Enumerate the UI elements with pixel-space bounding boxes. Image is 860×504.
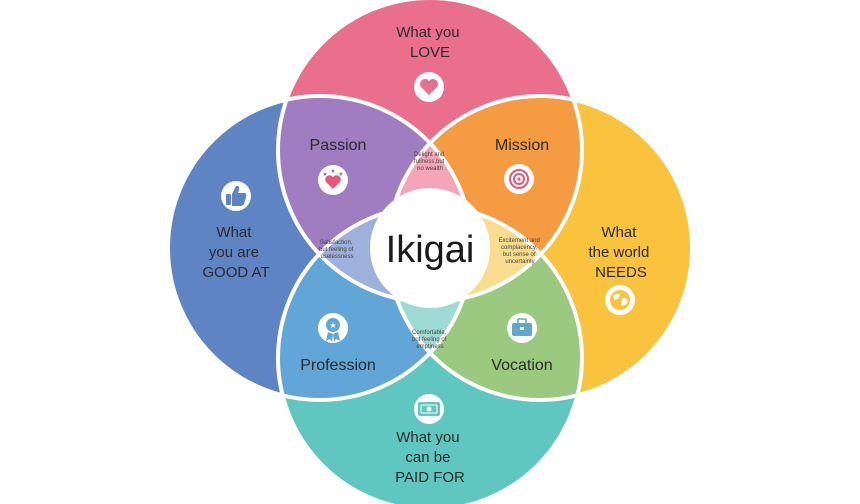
center-left-text: Satisfaction, but feeling of uselessness bbox=[319, 240, 355, 260]
center-top-text: Delight and fullness,but no wealth bbox=[414, 152, 446, 172]
money-icon bbox=[414, 394, 444, 424]
vocation-label: Vocation bbox=[491, 357, 552, 374]
svg-text:★: ★ bbox=[330, 168, 335, 175]
thumbs-up-icon bbox=[221, 181, 251, 211]
profession-label: Profession bbox=[300, 357, 376, 374]
world-needs-label: What the world NEEDS bbox=[588, 224, 653, 281]
globe-icon bbox=[605, 285, 635, 315]
mission-label: Mission bbox=[495, 137, 549, 154]
love-label: What you LOVE bbox=[396, 24, 464, 61]
svg-text:★: ★ bbox=[329, 321, 336, 330]
svg-text:★: ★ bbox=[322, 171, 327, 178]
target-icon bbox=[504, 164, 534, 194]
center-right-text: Excitement and complacency, but sense of… bbox=[498, 238, 541, 265]
briefcase-icon bbox=[507, 313, 537, 343]
passion-label: Passion bbox=[310, 137, 367, 154]
center-circle bbox=[370, 188, 490, 308]
good-at-label: What you are GOOD AT bbox=[202, 224, 269, 281]
paid-for-label: What you can be PAID FOR bbox=[395, 429, 465, 486]
heart-icon bbox=[414, 72, 444, 102]
mission-region bbox=[388, 96, 582, 302]
passion-region bbox=[278, 96, 472, 302]
badge-icon: ★ bbox=[318, 313, 348, 343]
ikigai-title: Ikigai bbox=[386, 229, 475, 271]
center-bottom-text: Comfortable, but feeling of emptiness bbox=[412, 330, 448, 350]
svg-text:★: ★ bbox=[338, 171, 343, 178]
heart-stars-icon: ★ ★ ★ bbox=[318, 165, 348, 195]
